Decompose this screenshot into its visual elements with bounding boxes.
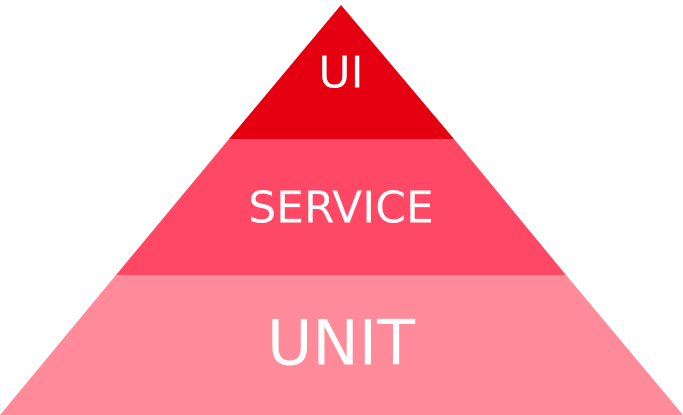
- pyramid-tier-ui-label: UI: [318, 48, 363, 99]
- pyramid-tier-service: [116, 139, 566, 275]
- pyramid-tier-ui: [229, 5, 454, 139]
- pyramid-tier-unit: [0, 275, 683, 415]
- pyramid-tier-unit-label: UNIT: [267, 307, 416, 380]
- pyramid-tier-service-label: SERVICE: [248, 183, 434, 234]
